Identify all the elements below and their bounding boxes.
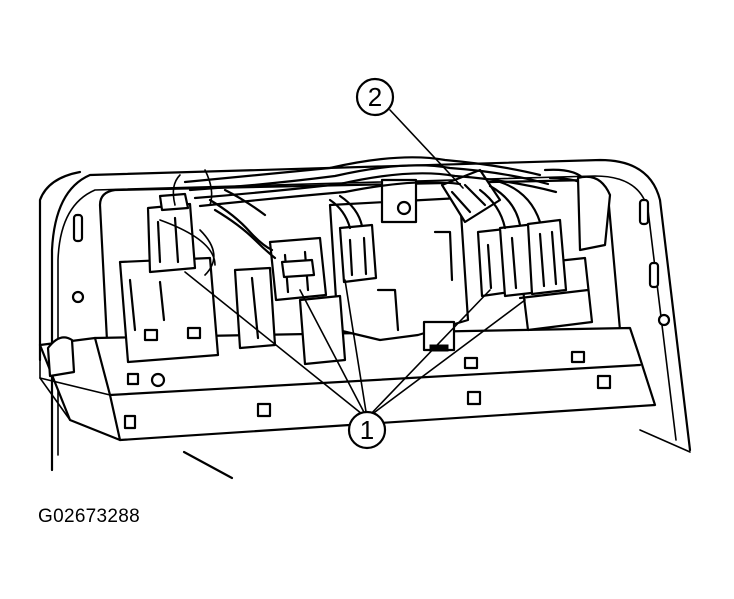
figure-id: G02673288 bbox=[38, 506, 141, 527]
callout-2: 2 bbox=[355, 77, 395, 117]
wiring-harness bbox=[159, 156, 612, 276]
callout-1-leaders bbox=[184, 271, 526, 419]
connectors bbox=[146, 168, 568, 302]
callout-2-label: 2 bbox=[368, 82, 382, 112]
console-housing bbox=[38, 158, 692, 472]
callout-1-label: 1 bbox=[360, 415, 374, 445]
callout-1: 1 bbox=[347, 410, 387, 450]
callout-2-leader bbox=[389, 109, 464, 189]
